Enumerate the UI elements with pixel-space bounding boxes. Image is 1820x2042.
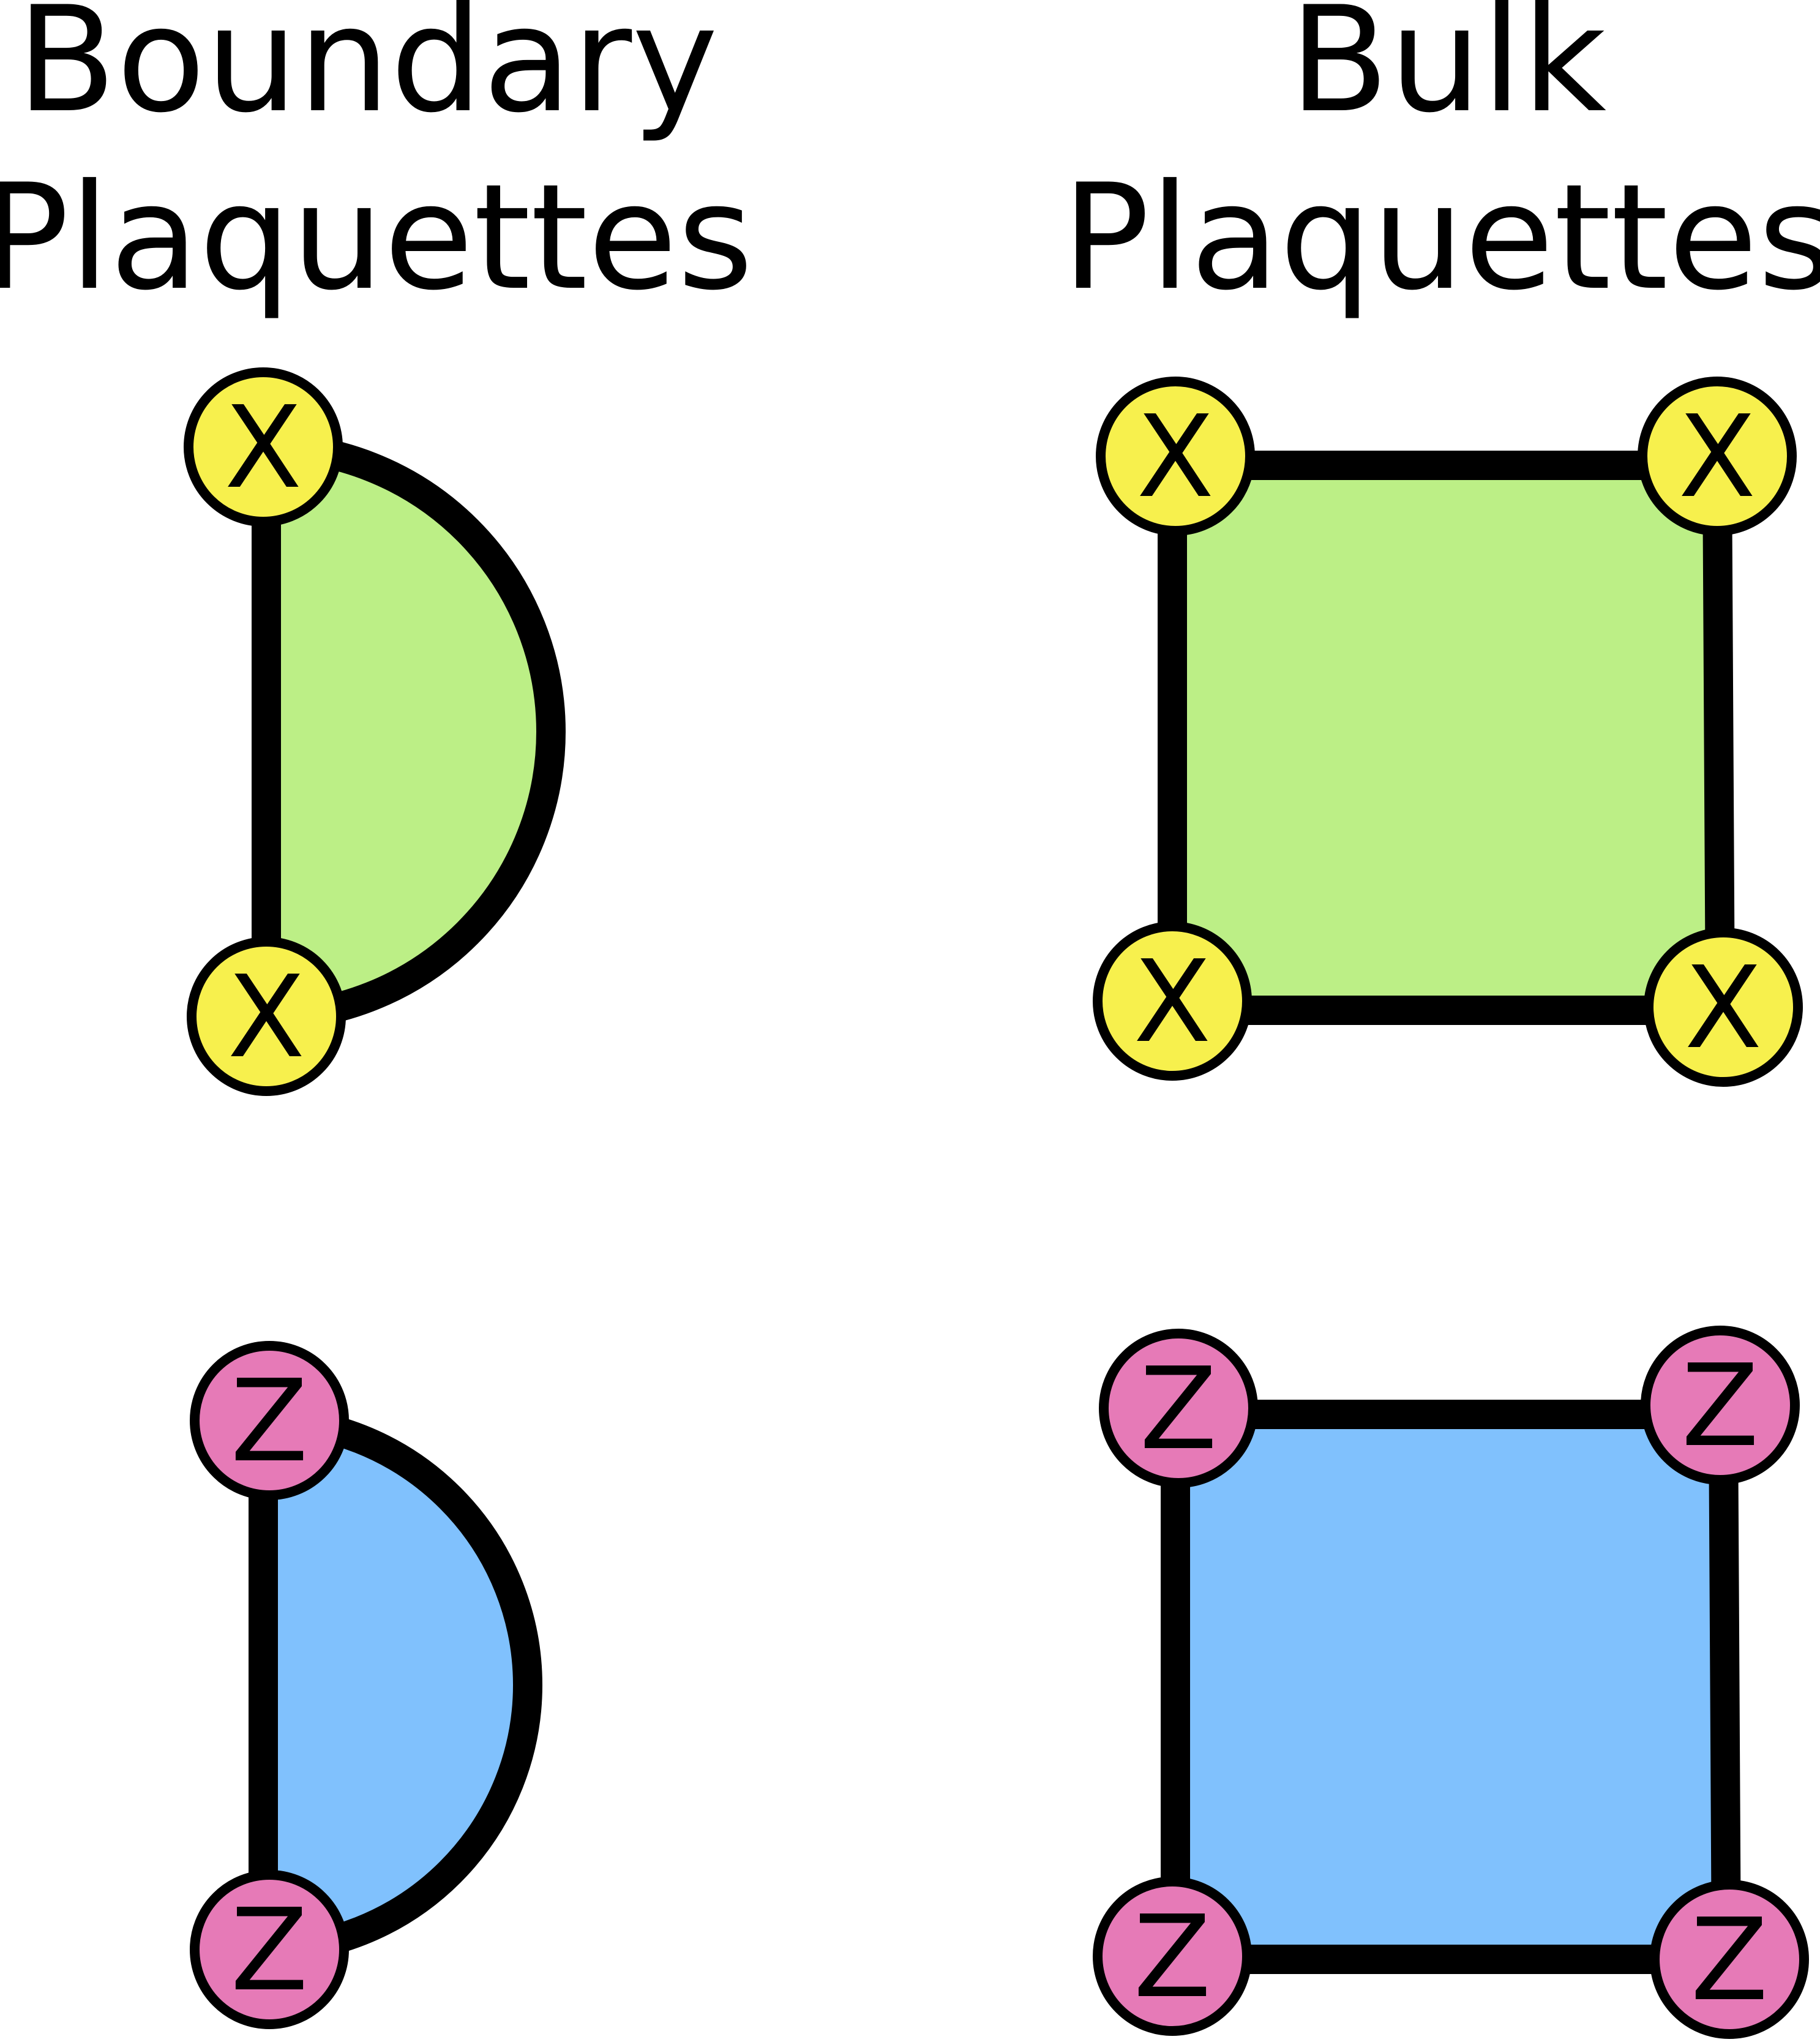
qubit-z: Z [1641, 1326, 1800, 1485]
boundary-x-plaquette: X X [184, 367, 566, 1096]
bulk-z-plaquette: Z Z Z Z [1093, 1326, 1809, 2039]
bulk-x-plaquette-shape [1158, 451, 1735, 1025]
qubit-z-label: Z [1134, 1891, 1211, 2023]
bulk-heading-line2: Plaquettes [1062, 153, 1820, 323]
qubit-x: X [184, 367, 343, 527]
qubit-x-label: X [1679, 391, 1756, 523]
qubit-z: Z [190, 1870, 349, 2029]
qubit-z-label: Z [231, 1355, 309, 1487]
qubit-x: X [1093, 922, 1252, 1081]
qubit-z: Z [1099, 1329, 1258, 1488]
qubit-x-label: X [228, 951, 305, 1083]
qubit-x-label: X [1134, 936, 1211, 1068]
qubit-x: X [1644, 928, 1803, 1087]
bulk-x-plaquette: X X X X [1093, 377, 1803, 1087]
boundary-x-plaquette-shape [252, 432, 566, 1031]
qubit-z-label: Z [1140, 1343, 1218, 1475]
qubit-x-label: X [1685, 942, 1762, 1074]
qubit-x: X [1096, 377, 1255, 536]
bulk-z-plaquette-shape [1161, 1400, 1741, 1974]
qubit-z: Z [190, 1341, 349, 1500]
qubit-x: X [1638, 377, 1797, 536]
boundary-heading-line1: Boundary [17, 0, 718, 145]
qubit-z-label: Z [231, 1884, 309, 2016]
boundary-z-plaquette: Z Z [190, 1341, 542, 2029]
qubit-z: Z [1093, 1877, 1252, 2036]
bulk-heading-line1: Bulk [1289, 0, 1606, 145]
boundary-z-plaquette-shape [249, 1406, 542, 1964]
qubit-x: X [187, 937, 346, 1096]
qubit-z: Z [1650, 1880, 1809, 2039]
qubit-z-label: Z [1691, 1894, 1769, 2026]
qubit-x-label: X [225, 381, 302, 514]
qubit-x-label: X [1137, 391, 1215, 523]
qubit-z-label: Z [1682, 1340, 1759, 1472]
boundary-heading: Boundary Plaquettes [0, 0, 753, 323]
boundary-heading-line2: Plaquettes [0, 153, 753, 323]
bulk-heading: Bulk Plaquettes [1062, 0, 1820, 323]
